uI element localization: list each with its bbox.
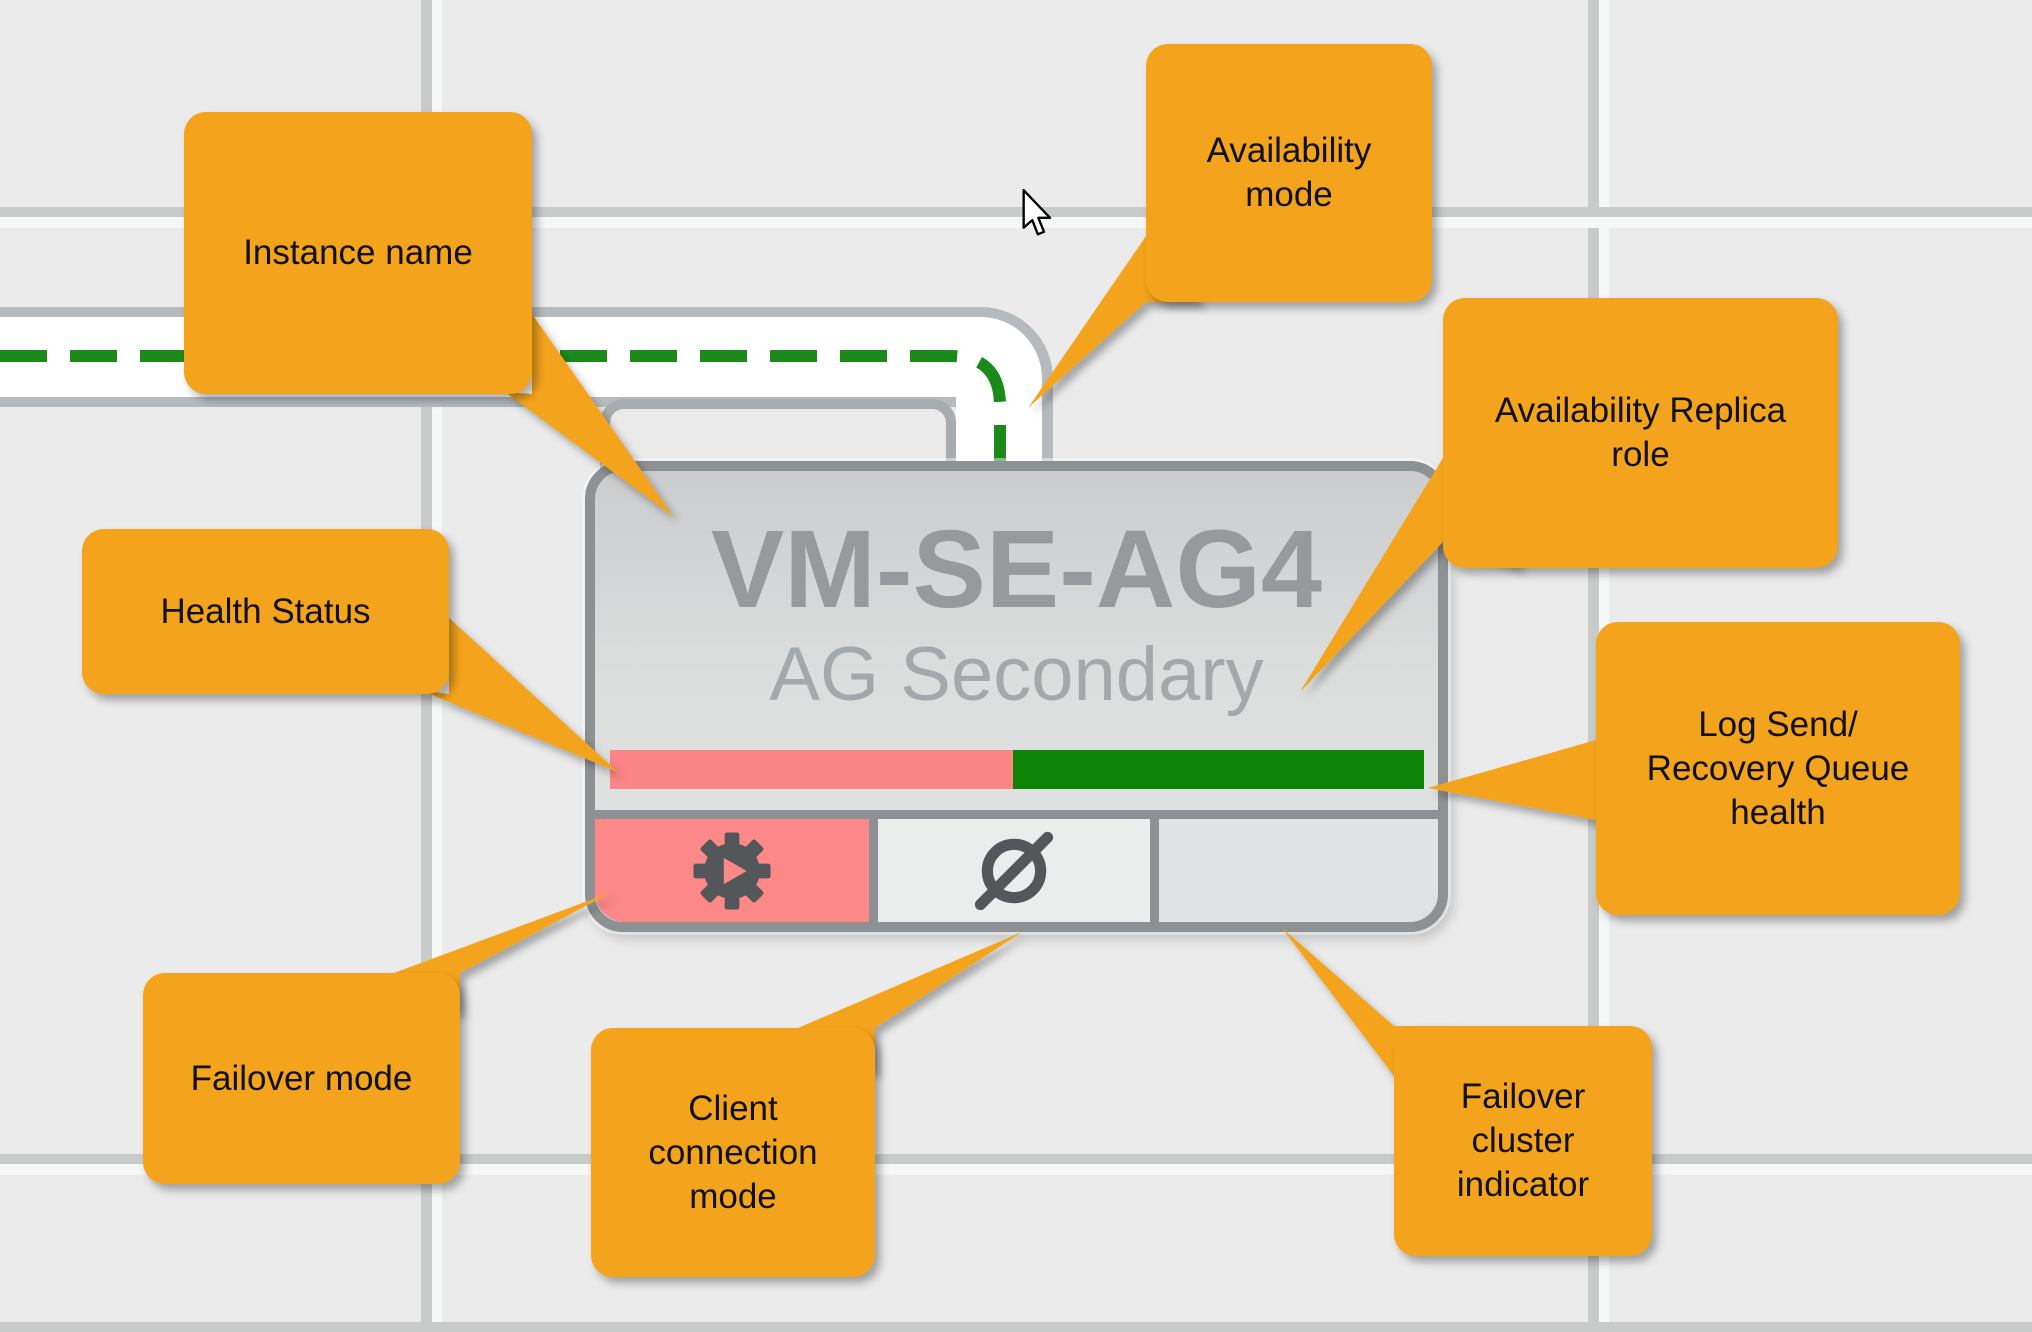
callout-failover-mode: Failover mode [143,973,460,1184]
callout-instance-name-label: Instance name [243,233,473,272]
grid-hline-3 [0,1322,2032,1332]
node-status-cells [595,810,1438,922]
callout-client-connection-mode-label: Client connection mode [648,1088,818,1216]
grid-hline-1 [0,207,2032,217]
replica-role-text: AG Secondary [769,632,1264,717]
callout-availability-replica-role: Availability Replica role [1443,298,1838,568]
instance-name-text: VM-SE-AG4 [710,508,1323,631]
gear-play-icon [693,831,771,910]
callout-failover-cluster-indicator: Failover cluster indicator [1394,1026,1652,1256]
health-status-bar [610,750,1424,789]
callout-log-send-recovery-queue-health: Log Send/ Recovery Queue health [1596,622,1960,915]
callout-availability-replica-role-label: Availability Replica role [1494,391,1787,474]
grid-hline-2 [0,1154,2032,1164]
failover-cluster-indicator-cell[interactable] [1159,819,1438,922]
no-entry-icon [974,831,1054,910]
callout-health-status: Health Status [82,529,449,694]
callout-health-status-label: Health Status [160,591,371,631]
replica-node-vm-se-ag4[interactable]: VM-SE-AG4 AG Secondary [585,461,1448,932]
grid-vline-2 [1588,0,1599,1332]
callout-instance-name: Instance name [184,112,532,394]
log-send-tail [1428,740,1596,820]
grid-hline-2-highlight [0,1164,2032,1175]
availability-mode-dashed-line [0,350,1006,464]
client-connection-mode-cell[interactable] [878,819,1150,922]
callout-availability-mode-label: Availability mode [1206,131,1372,214]
grid-hline-1-highlight [0,217,2032,228]
failover-mode-cell[interactable] [595,819,869,922]
callout-client-connection-mode: Client connection mode [591,1028,875,1277]
callout-failover-mode-label: Failover mode [190,1058,413,1098]
callout-failover-cluster-indicator-label: Failover cluster indicator [1456,1077,1590,1204]
callout-log-send-label: Log Send/ Recovery Queue health [1646,704,1910,832]
health-bar-healthy-segment [1012,750,1424,789]
callout-availability-mode: Availability mode [1146,44,1432,302]
health-bar-warning-segment [610,750,1013,789]
